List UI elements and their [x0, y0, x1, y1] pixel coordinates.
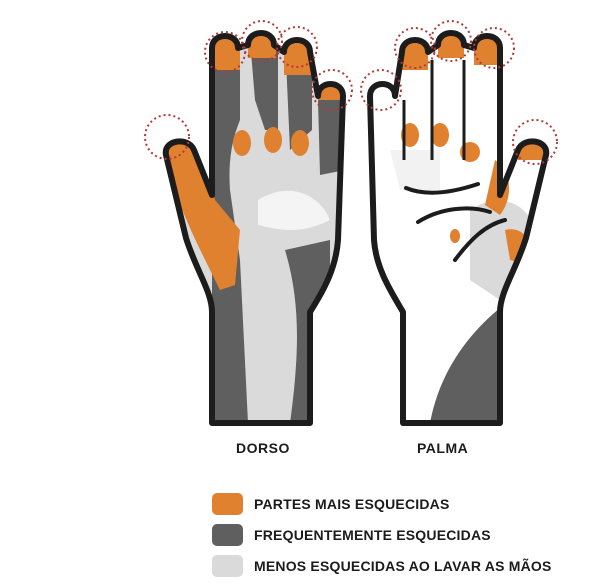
palma-middle-marker — [430, 20, 472, 62]
legend-label: MENOS ESQUECIDAS AO LAVAR AS MÃOS — [254, 558, 552, 574]
fingertip-markers — [144, 20, 558, 165]
legend-label: FREQUENTEMENTE ESQUECIDAS — [254, 527, 491, 543]
palm-crease-upper — [404, 182, 480, 195]
legend-item-least-forgotten: MENOS ESQUECIDAS AO LAVAR AS MÃOS — [212, 555, 552, 577]
legend-swatch-orange — [212, 493, 243, 515]
palma-thumb-marker — [512, 119, 558, 165]
dorso-ring-marker — [276, 26, 318, 68]
legend-swatch-light — [212, 555, 243, 577]
dorso-label: DORSO — [236, 440, 290, 456]
legend-item-most-forgotten: PARTES MAIS ESQUECIDAS — [212, 493, 552, 515]
dorso-thumb-marker — [144, 114, 190, 160]
palma-index-marker — [473, 27, 515, 69]
legend-label: PARTES MAIS ESQUECIDAS — [254, 496, 450, 512]
palma-outline — [367, 30, 550, 426]
palm-crease-lower — [416, 206, 492, 224]
dorso-little-marker — [311, 69, 353, 111]
legend-item-frequently-forgotten: FREQUENTEMENTE ESQUECIDAS — [212, 524, 552, 546]
palma-label: PALMA — [417, 440, 469, 456]
dorso-outline — [162, 30, 346, 426]
palm-crease-thumb — [453, 218, 507, 262]
palma-finger-lines — [402, 60, 466, 160]
legend: PARTES MAIS ESQUECIDAS FREQUENTEMENTE ES… — [212, 493, 552, 586]
hand-diagram — [144, 20, 558, 426]
dorso-middle-marker — [241, 20, 283, 62]
legend-swatch-dark — [212, 524, 243, 546]
palma-little-marker — [360, 69, 402, 111]
palma-ring-marker — [394, 27, 436, 69]
